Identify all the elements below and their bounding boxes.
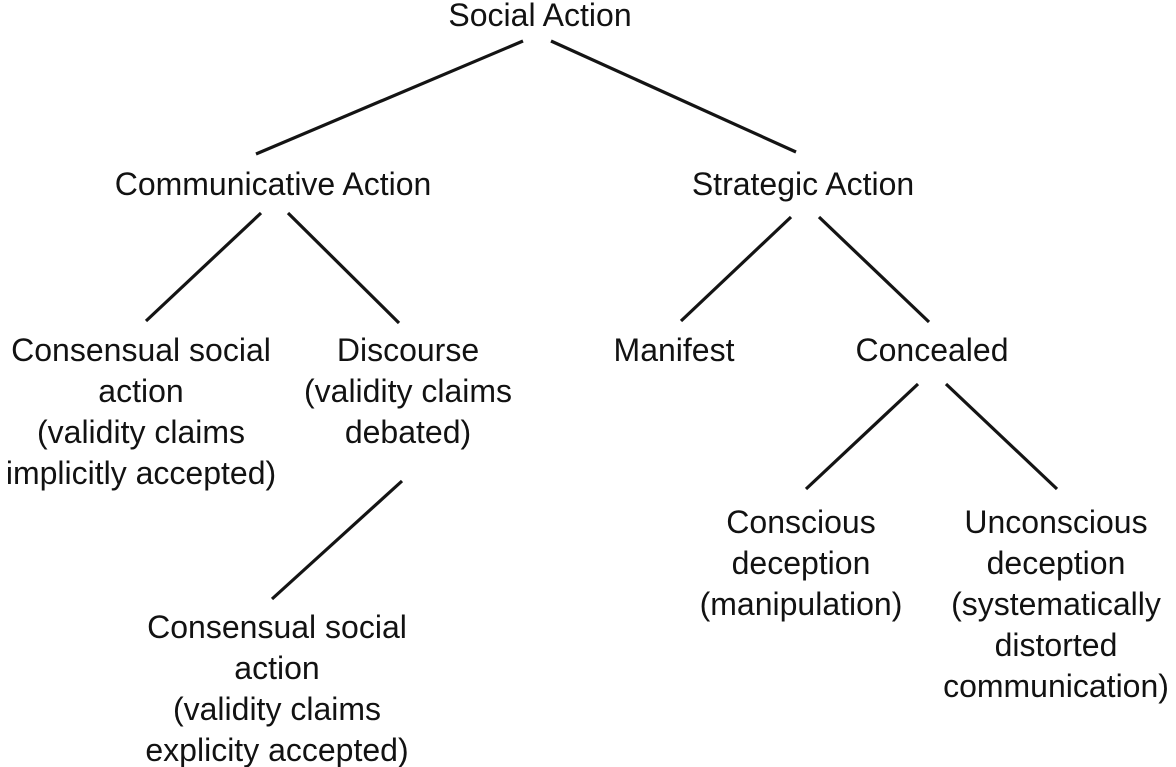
node-unconscious-deception: Unconscious deception (systematically di… — [943, 504, 1169, 704]
node-social-action: Social Action — [448, 0, 632, 33]
node-strategic-action: Strategic Action — [691, 166, 915, 202]
edge-discourse-to-consensual-explicit — [270, 479, 404, 601]
edge-strategic-to-manifest — [679, 215, 793, 323]
node-concealed: Concealed — [855, 332, 1009, 368]
edge-social-to-strategic — [550, 39, 797, 154]
node-conscious-deception: Conscious deception (manipulation) — [699, 504, 903, 622]
node-discourse: Discourse (validity claims debated) — [303, 332, 513, 450]
edge-strategic-to-concealed — [817, 215, 931, 324]
node-manifest: Manifest — [613, 332, 735, 368]
edge-communicative-to-discourse — [286, 211, 401, 325]
node-consensual-social-action-explicit: Consensual social action (validity claim… — [145, 609, 409, 767]
edge-concealed-to-unconscious — [944, 382, 1059, 491]
edge-concealed-to-conscious — [804, 382, 920, 491]
edge-social-to-communicative — [255, 39, 524, 156]
node-communicative-action: Communicative Action — [114, 166, 432, 202]
edge-communicative-to-consensual-implicit — [144, 211, 263, 323]
node-consensual-social-action-implicit: Consensual social action (validity claim… — [5, 332, 277, 491]
